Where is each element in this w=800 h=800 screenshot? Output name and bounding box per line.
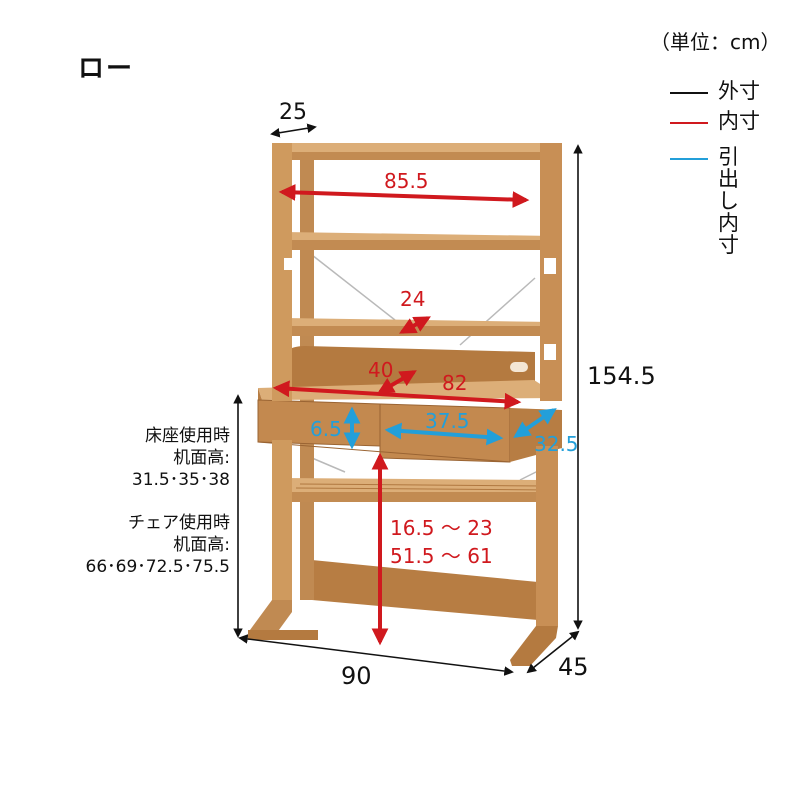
legend-swatch xyxy=(670,158,708,160)
top-shelf xyxy=(278,143,560,160)
outer-height-label: 154.5 xyxy=(587,362,656,390)
legend-swatch xyxy=(670,92,708,94)
shelf-width-label: 85.5 xyxy=(384,169,429,193)
desk-width-label: 82 xyxy=(442,371,468,395)
chair-use-note: チェア使用時 机面高: 66･69･72.5･75.5 xyxy=(80,512,230,578)
legend-label: 引出し 内寸 xyxy=(718,145,739,258)
right-front-upright xyxy=(510,143,562,666)
outer-depth-bottom-label: 45 xyxy=(558,653,589,681)
outer-depth-top-label: 25 xyxy=(279,100,307,125)
floor-use-note: 床座使用時 机面高: 31.5･35･38 xyxy=(80,425,230,491)
note-line: 床座使用時 xyxy=(145,426,230,446)
page-title: ロー xyxy=(78,54,135,84)
unit-note: （単位：cm） xyxy=(650,30,781,54)
desk-depth-label: 40 xyxy=(368,358,394,382)
legend-label: 外寸 xyxy=(718,79,760,103)
second-shelf xyxy=(284,232,555,250)
note-line: 31.5･35･38 xyxy=(131,470,230,490)
note-line: 机面高: xyxy=(173,448,230,468)
clearance-chair-label: 51.5 ～ 61 xyxy=(390,544,493,568)
bottom-shelf xyxy=(282,478,556,502)
lower-back-panel xyxy=(312,560,538,620)
drawer-width-label: 37.5 xyxy=(425,409,470,433)
legend-swatch xyxy=(670,122,708,124)
note-line: 66･69･72.5･75.5 xyxy=(85,557,230,577)
note-line: チェア使用時 xyxy=(128,513,230,533)
inner-dimension-arrows xyxy=(272,184,530,646)
drawer-dimension-arrows xyxy=(343,406,557,450)
drawer-height-label: 6.5 xyxy=(310,417,342,441)
outer-dimension-lines xyxy=(233,123,583,676)
desk-back-board xyxy=(285,346,535,390)
shelf-depth-label: 24 xyxy=(400,287,426,311)
clearance-floor-label: 16.5 ～ 23 xyxy=(390,516,493,540)
note-line: 机面高: xyxy=(173,535,230,555)
drawer-depth-label: 32.5 xyxy=(534,432,579,456)
outer-width-label: 90 xyxy=(341,662,372,690)
legend-label: 内寸 xyxy=(718,109,760,133)
